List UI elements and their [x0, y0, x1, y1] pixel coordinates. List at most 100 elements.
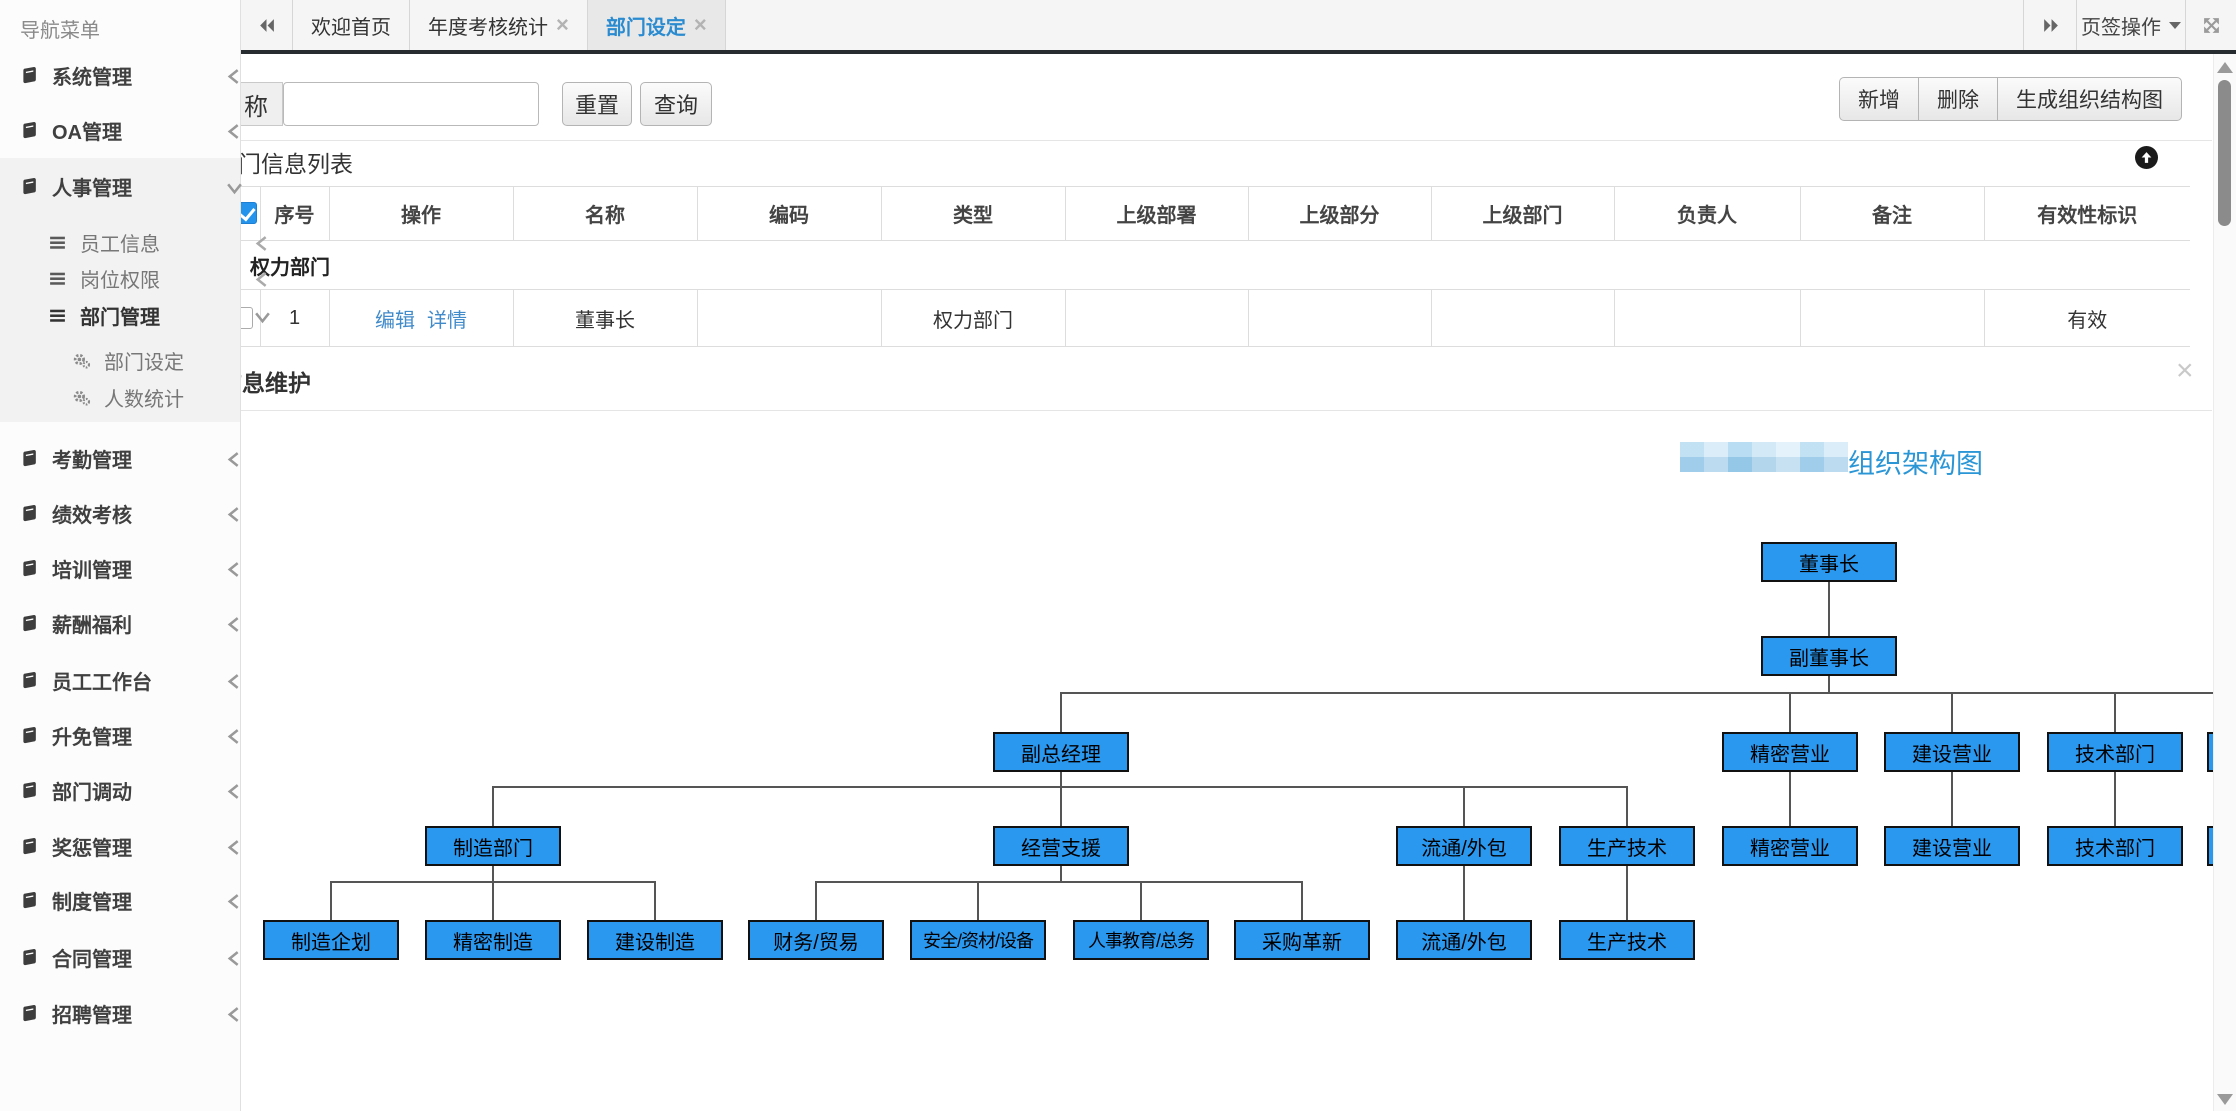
generate-org-chart-button[interactable]: 生成组织结构图	[1997, 77, 2182, 121]
tab-operations-label: 页签操作	[2081, 16, 2161, 39]
scroll-up-arrow[interactable]	[2217, 62, 2233, 73]
column-header: 操作	[329, 186, 514, 241]
sidebar-item-reward-punishment[interactable]: 奖惩管理	[0, 828, 260, 864]
book-icon	[23, 121, 36, 138]
toolbar-divider	[205, 140, 2212, 141]
org-node: 生产技术	[1559, 826, 1695, 866]
book-icon	[23, 837, 36, 854]
code-cell	[697, 289, 882, 347]
sidebar-item-promotion-mgmt[interactable]: 升免管理	[0, 717, 260, 753]
column-header: 序号	[260, 186, 330, 241]
sidebar: 导航菜单 系统管理 OA管理 人事管理 员工信息 岗位权限	[0, 0, 270, 1111]
tab-welcome[interactable]: 欢迎首页	[293, 0, 410, 50]
book-icon	[23, 66, 36, 83]
sidebar-item-oa-mgmt[interactable]: OA管理	[0, 112, 260, 148]
org-node: 建设营业	[1884, 732, 2020, 772]
column-header: 负责人	[1614, 186, 1801, 241]
sidebar-item-position-permission[interactable]: 岗位权限	[0, 260, 288, 296]
gears-icon	[73, 390, 91, 406]
chevron-left-icon	[227, 69, 239, 84]
sidebar-item-headcount-stats[interactable]: 人数统计	[0, 379, 312, 415]
menu-icon	[50, 309, 65, 322]
group-row: 权力部门	[205, 240, 2190, 290]
type-cell: 权力部门	[881, 289, 1066, 347]
sidebar-item-policy-mgmt[interactable]: 制度管理	[0, 882, 260, 918]
tabs-scroll-right-button[interactable]	[2023, 0, 2077, 50]
org-node: 生产技术	[1559, 920, 1695, 960]
table-action-buttons: 新增 删除 生成组织结构图	[1839, 77, 2182, 121]
org-node: 制造部门	[425, 826, 561, 866]
chevron-left-icon	[227, 507, 239, 522]
column-header: 有效性标识	[1984, 186, 2190, 241]
chevron-left-icon	[227, 894, 239, 909]
sidebar-item-employee-workbench[interactable]: 员工工作台	[0, 662, 260, 698]
vertical-scrollbar[interactable]	[2213, 54, 2236, 1111]
book-icon	[23, 671, 36, 688]
table-row[interactable]: 1 编辑详情 董事长 权力部门 有效	[205, 289, 2190, 347]
reset-button[interactable]: 重置	[562, 82, 632, 126]
parent3-cell	[1431, 289, 1615, 347]
scrollbar-thumb[interactable]	[2218, 80, 2231, 226]
sidebar-item-contract-mgmt[interactable]: 合同管理	[0, 939, 260, 975]
sidebar-title: 导航菜单	[20, 20, 100, 42]
maintain-panel-divider	[205, 410, 2212, 411]
actions-cell: 编辑详情	[329, 289, 514, 347]
sidebar-active-section-background	[0, 158, 240, 422]
tab-label: 年度考核统计	[428, 16, 548, 39]
caret-down-icon	[2169, 21, 2181, 29]
sidebar-item-hr-mgmt[interactable]: 人事管理	[0, 168, 260, 204]
chevron-left-icon	[227, 729, 239, 744]
collapse-panel-button[interactable]	[2135, 146, 2158, 169]
tab-label: 部门设定	[605, 16, 686, 39]
chevron-left-icon	[227, 951, 239, 966]
book-icon	[23, 1004, 36, 1021]
edit-link[interactable]: 编辑	[375, 309, 415, 332]
sidebar-item-recruitment-mgmt[interactable]: 招聘管理	[0, 995, 260, 1031]
scroll-down-arrow[interactable]	[2217, 1094, 2233, 1105]
menu-icon	[50, 236, 65, 249]
parent1-cell	[1065, 289, 1249, 347]
sidebar-item-department-transfer[interactable]: 部门调动	[0, 772, 260, 808]
sidebar-item-attendance-mgmt[interactable]: 考勤管理	[0, 440, 260, 476]
query-button[interactable]: 查询	[640, 82, 712, 126]
close-icon[interactable]: ×	[556, 12, 569, 37]
tab-annual-assessment[interactable]: 年度考核统计 ×	[410, 0, 588, 50]
chevron-left-icon	[255, 236, 267, 251]
book-icon	[23, 781, 36, 798]
delete-button[interactable]: 删除	[1918, 77, 1997, 121]
close-icon[interactable]: ×	[693, 12, 707, 37]
org-node: 人事教育/总务	[1073, 920, 1209, 960]
book-icon	[23, 177, 36, 194]
book-icon	[23, 891, 36, 908]
org-node: 精密制造	[425, 920, 561, 960]
add-button[interactable]: 新增	[1839, 77, 1918, 121]
sidebar-item-salary-welfare[interactable]: 薪酬福利	[0, 605, 260, 641]
org-node: 副总经理	[993, 732, 1129, 772]
sidebar-item-employee-info[interactable]: 员工信息	[0, 224, 288, 260]
fullscreen-button[interactable]	[2186, 0, 2236, 50]
chevron-left-icon	[227, 1007, 239, 1022]
book-icon	[23, 504, 36, 521]
table-header-row: 序号 操作 名称 编码 类型 上级部署 上级部分 上级部门 负责人 备注 有效性…	[205, 186, 2190, 241]
tab-operations-dropdown[interactable]: 页签操作	[2077, 0, 2186, 50]
detail-link[interactable]: 详情	[427, 309, 467, 332]
column-header: 上级部分	[1248, 186, 1432, 241]
close-icon[interactable]: ×	[2176, 354, 2194, 387]
sidebar-item-training-mgmt[interactable]: 培训管理	[0, 550, 260, 586]
gears-icon	[73, 353, 91, 369]
org-node: 董事长	[1761, 542, 1897, 582]
chevron-left-icon	[227, 562, 239, 577]
manager-cell	[1614, 289, 1801, 347]
tabs-scroll-left-button[interactable]	[240, 0, 293, 50]
sidebar-item-performance[interactable]: 绩效考核	[0, 495, 260, 531]
sidebar-item-system-mgmt[interactable]: 系统管理	[0, 57, 260, 93]
group-label: 权力部门	[205, 240, 2190, 290]
expand-icon	[2203, 17, 2219, 33]
sidebar-item-department-mgmt[interactable]: 部门管理	[0, 297, 288, 333]
name-search-input[interactable]	[283, 82, 539, 126]
book-icon	[23, 614, 36, 631]
tab-department-setting[interactable]: 部门设定 ×	[587, 0, 726, 50]
sidebar-item-department-setting[interactable]: 部门设定	[0, 342, 312, 378]
name-cell: 董事长	[513, 289, 698, 347]
